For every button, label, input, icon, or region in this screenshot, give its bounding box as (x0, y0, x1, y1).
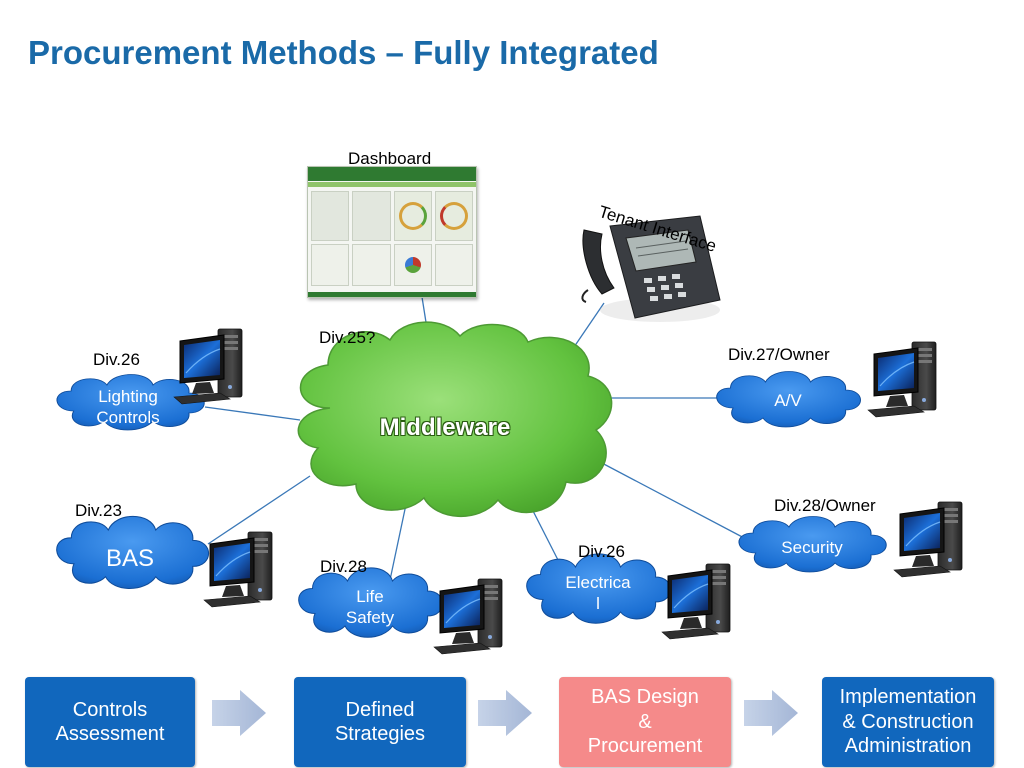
step-bas-design-procurement: BAS Design & Procurement (559, 677, 731, 767)
step-controls-assessment: Controls Assessment (25, 677, 195, 767)
process-arrow (212, 690, 266, 736)
div-label: Div.28 (320, 557, 367, 576)
div-label: Div.23 (75, 501, 122, 520)
div-label: Div.26 (578, 542, 625, 561)
security-label: Security (781, 538, 843, 557)
middleware-cloud (297, 321, 613, 517)
dashboard-screenshot (307, 166, 477, 298)
page-title: Procurement Methods – Fully Integrated (28, 34, 659, 71)
connector-lines (204, 296, 749, 581)
computer-icon (203, 531, 273, 608)
step-label: BAS Design & Procurement (587, 686, 703, 758)
middleware-label: Middleware (379, 414, 511, 441)
av-label: A/V (774, 391, 802, 410)
step-label: Implementation & Construction Administra… (839, 686, 977, 758)
computer-icon (893, 501, 963, 578)
step-defined-strategies: Defined Strategies (294, 677, 466, 767)
life-safety-label: Life Safety (345, 587, 395, 628)
computer-icon (661, 563, 731, 640)
div-label: Div.26 (93, 350, 140, 369)
ip-phone-icon (581, 215, 721, 322)
electrical-label: Electrica l (565, 573, 631, 614)
process-arrow (744, 690, 798, 736)
div-label: Div.27/Owner (728, 345, 830, 364)
div-label: Div.28/Owner (774, 496, 876, 515)
computer-icon (867, 341, 937, 418)
bas-label: BAS (105, 545, 155, 572)
process-arrow (478, 690, 532, 736)
step-label: Defined Strategies (334, 698, 426, 745)
lighting-controls-label: Lighting Controls (96, 387, 160, 428)
dashboard-label: Dashboard (348, 149, 432, 168)
step-label: Controls Assessment (55, 698, 165, 745)
step-implementation: Implementation & Construction Administra… (822, 677, 994, 767)
middleware-div-label: Div.25? (319, 328, 376, 347)
computer-icon (433, 578, 503, 655)
